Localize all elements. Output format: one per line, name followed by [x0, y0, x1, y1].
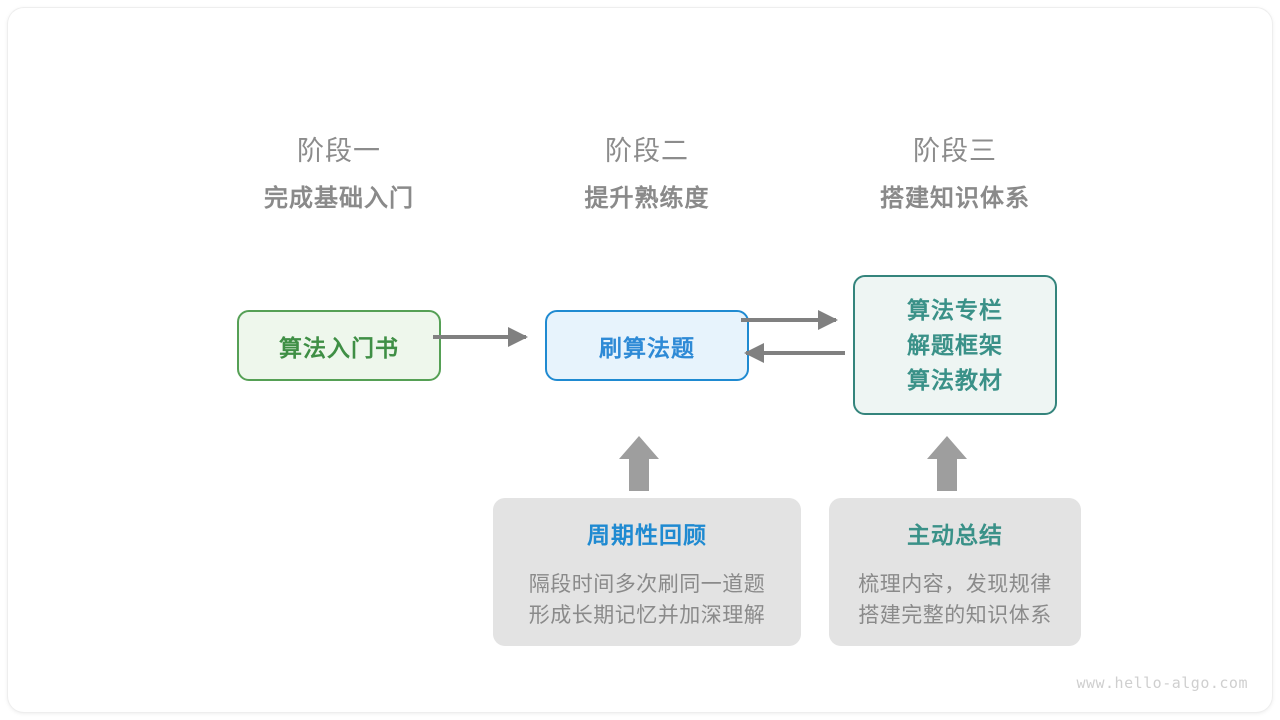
node-label-practice: 刷算法题 — [599, 334, 695, 361]
node-learning-resources: 算法专栏 解题框架 算法教材 — [853, 275, 1057, 415]
card-body-review-line-2: 形成长期记忆并加深理解 — [528, 604, 766, 627]
arrow-up-summary-shape — [927, 436, 967, 491]
watermark-url: www.hello-algo.com — [1076, 674, 1248, 692]
arrow-up-review — [625, 436, 653, 491]
card-body-review-line-1: 隔段时间多次刷同一道题 — [528, 573, 766, 596]
node-practice-problems: 刷算法题 — [545, 310, 749, 381]
node-label-book: 算法入门书 — [279, 334, 399, 361]
node-label-resources-1: 算法专栏 — [907, 296, 1003, 323]
stage-number-2: 阶段二 — [605, 136, 689, 166]
diagram-canvas: 阶段一 完成基础入门 阶段二 提升熟练度 阶段三 搭建知识体系 算法入门书 刷算… — [8, 8, 1272, 712]
stage-title-1: 完成基础入门 — [264, 185, 414, 212]
card-active-summary: 主动总结 梳理内容，发现规律 搭建完整的知识体系 — [829, 498, 1081, 646]
node-label-resources-3: 算法教材 — [907, 366, 1003, 393]
stage-header-2: 阶段二 提升熟练度 — [517, 134, 777, 215]
card-body-summary-line-1: 梳理内容，发现规律 — [858, 573, 1052, 596]
stage-title-3: 搭建知识体系 — [880, 185, 1030, 212]
stage-title-2: 提升熟练度 — [584, 185, 710, 212]
stage-header-3: 阶段三 搭建知识体系 — [825, 134, 1085, 215]
card-body-summary-line-2: 搭建完整的知识体系 — [858, 604, 1052, 627]
card-title-summary: 主动总结 — [907, 522, 1003, 548]
card-title-review: 周期性回顾 — [587, 522, 707, 548]
card-body-review: 隔段时间多次刷同一道题 形成长期记忆并加深理解 — [493, 569, 801, 631]
stage-header-1: 阶段一 完成基础入门 — [209, 134, 469, 215]
stage-number-3: 阶段三 — [913, 136, 997, 166]
stage-number-1: 阶段一 — [297, 136, 381, 166]
card-body-summary: 梳理内容，发现规律 搭建完整的知识体系 — [829, 569, 1081, 631]
card-periodic-review: 周期性回顾 隔段时间多次刷同一道题 形成长期记忆并加深理解 — [493, 498, 801, 646]
node-label-resources-2: 解题框架 — [907, 331, 1003, 358]
node-algorithm-intro-book: 算法入门书 — [237, 310, 441, 381]
arrow-up-review-shape — [619, 436, 659, 491]
